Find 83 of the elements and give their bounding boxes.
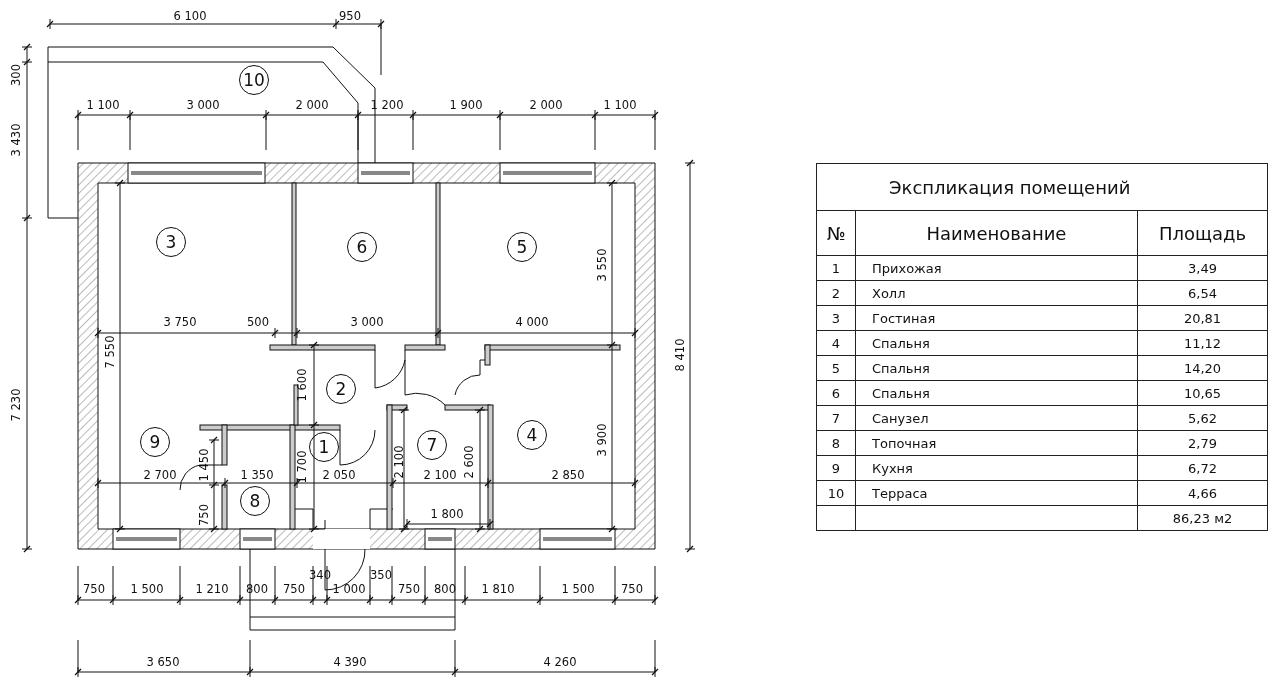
dimension-label: 2 700: [143, 470, 177, 482]
dimension-label: 7 550: [105, 335, 117, 369]
table-cell: 3,49: [1137, 255, 1268, 281]
dimension-label: 800: [246, 584, 268, 596]
dimension-label: 300: [11, 64, 23, 86]
dimension-label: 1 900: [449, 100, 483, 112]
table-cell: 7: [816, 405, 856, 431]
table-cell: 2,79: [1137, 430, 1268, 456]
dimension-label: 1 800: [430, 509, 464, 521]
dimension-label: 6 100: [173, 11, 207, 23]
dimension-label: 350: [370, 570, 392, 582]
dimension-label: 7 230: [11, 388, 23, 422]
dimension-label: 750: [398, 584, 420, 596]
dimension-label: 340: [309, 570, 331, 582]
dimension-label: 3 900: [597, 423, 609, 457]
table-cell: Холл: [855, 280, 1138, 306]
table-cell: 4,66: [1137, 480, 1268, 506]
table-cell: Кухня: [855, 455, 1138, 481]
table-cell: Спальня: [855, 330, 1138, 356]
table-cell: Прихожая: [855, 255, 1138, 281]
dimension-label: 3 550: [597, 248, 609, 282]
table-cell: Топочная: [855, 430, 1138, 456]
dimension-label: 3 650: [146, 657, 180, 669]
dimension-label: 1 000: [332, 584, 366, 596]
table-cell: 5: [816, 355, 856, 381]
dimension-label: 3 750: [163, 317, 197, 329]
table-cell: Гостиная: [855, 305, 1138, 331]
table-cell: 6: [816, 380, 856, 406]
dimension-label: 500: [247, 317, 269, 329]
table-cell: 8: [816, 430, 856, 456]
column-header: №: [816, 210, 856, 256]
dimension-label: 1 100: [86, 100, 120, 112]
dimension-label: 3 430: [11, 123, 23, 157]
dimension-label: 2 600: [464, 445, 476, 479]
table-cell: Спальня: [855, 380, 1138, 406]
dimension-label: 1 700: [297, 450, 309, 484]
dimension-label: 4 000: [515, 317, 549, 329]
dimension-label: 800: [434, 584, 456, 596]
dimension-label: 1 500: [130, 584, 164, 596]
dimension-label: 1 350: [240, 470, 274, 482]
dimension-label: 1 210: [195, 584, 229, 596]
dimension-label: 8 410: [675, 338, 687, 372]
table-cell: 3: [816, 305, 856, 331]
dimension-label: 1 450: [199, 448, 211, 482]
table-cell: 2: [816, 280, 856, 306]
dimension-label: 1 500: [561, 584, 595, 596]
table-cell: 10,65: [1137, 380, 1268, 406]
table-cell: 14,20: [1137, 355, 1268, 381]
dimension-label: 1 600: [297, 368, 309, 402]
column-header: Площадь: [1137, 210, 1268, 256]
dimension-label: 2 000: [529, 100, 563, 112]
table-cell: 5,62: [1137, 405, 1268, 431]
dimension-label: 4 390: [333, 657, 367, 669]
table-cell: 1: [816, 255, 856, 281]
table-cell: 4: [816, 330, 856, 356]
dimension-label: 750: [621, 584, 643, 596]
table-cell: 10: [816, 480, 856, 506]
dimension-label: 2 100: [423, 470, 457, 482]
dimension-label: 1 100: [603, 100, 637, 112]
table-cell: Терраса: [855, 480, 1138, 506]
table-cell: 6,54: [1137, 280, 1268, 306]
dimension-label: 3 000: [350, 317, 384, 329]
table-cell: Спальня: [855, 355, 1138, 381]
dimension-label: 750: [83, 584, 105, 596]
table-cell: 11,12: [1137, 330, 1268, 356]
dimension-label: 950: [339, 11, 361, 23]
dimension-label: 4 260: [543, 657, 577, 669]
dimension-label: 2 850: [551, 470, 585, 482]
dimension-label: 2 050: [322, 470, 356, 482]
dimension-label: 1 200: [370, 100, 404, 112]
dimension-label: 2 000: [295, 100, 329, 112]
table-cell: 9: [816, 455, 856, 481]
dimension-label: 1 810: [481, 584, 515, 596]
table-cell: Санузел: [855, 405, 1138, 431]
dimension-label: 750: [199, 504, 211, 526]
dimension-label: 750: [283, 584, 305, 596]
table-cell: 6,72: [1137, 455, 1268, 481]
table-cell: 86,23 м2: [1137, 505, 1268, 531]
table-title: Экспликация помещений: [816, 163, 1268, 211]
table-cell: 20,81: [1137, 305, 1268, 331]
dimension-label: 2 100: [394, 445, 406, 479]
column-header: Наименование: [855, 210, 1138, 256]
dimension-label: 3 000: [186, 100, 220, 112]
